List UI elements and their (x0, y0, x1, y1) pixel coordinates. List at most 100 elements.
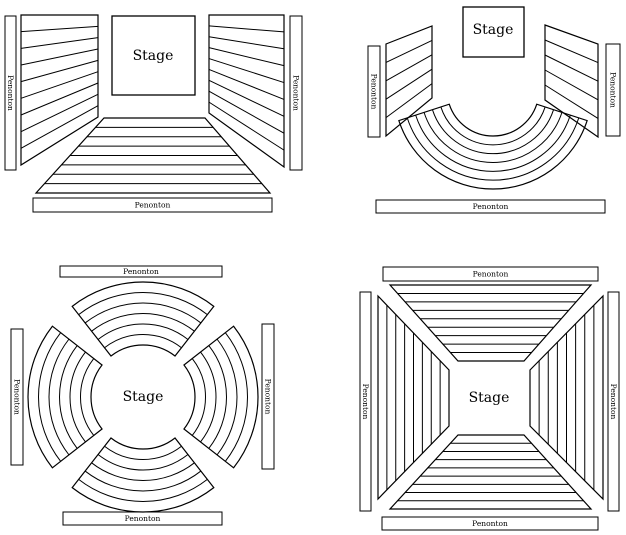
seat-row-line (385, 68, 433, 100)
audience-box (261, 323, 275, 470)
seat-row-arc (59, 345, 78, 449)
seat-row-line (544, 39, 599, 64)
audience-box (375, 199, 606, 214)
audience-box (59, 265, 223, 278)
seat-row-line (208, 58, 285, 84)
seating-block (544, 24, 599, 139)
audience-box (381, 516, 599, 531)
seat-row-line (208, 36, 285, 50)
seat-row-line (544, 54, 599, 82)
seat-row-line (208, 79, 285, 117)
seating-block (388, 284, 593, 362)
audience-box (382, 266, 599, 282)
audience-label: Penonton (135, 201, 171, 210)
audience-box (62, 511, 223, 526)
seat-row-arc (84, 470, 202, 492)
seat-row-arc (208, 345, 227, 449)
audience-box (289, 15, 303, 171)
seat-row-arc (84, 302, 202, 324)
seat-row-arc (224, 332, 248, 462)
audience-label: Penonton (264, 379, 273, 415)
seat-row-arc (78, 292, 208, 316)
audience-label: Penonton (472, 519, 508, 528)
seat-row-arc (78, 478, 208, 502)
audience-label: Penonton (370, 74, 379, 110)
seat-row-arc (97, 323, 189, 340)
audience-box (607, 291, 620, 512)
audience-label: Penonton (123, 267, 159, 276)
seat-row-arc (97, 454, 189, 471)
stage-label: Stage (469, 390, 510, 406)
stage-label: Stage (123, 389, 164, 405)
seat-row-arc (104, 445, 182, 460)
audience-box (4, 15, 17, 171)
seat-row-line (20, 37, 99, 49)
seat-row-arc (91, 313, 195, 332)
seat-row-line (20, 105, 99, 149)
seat-row-line (208, 47, 285, 67)
audience-label: Penonton (13, 379, 22, 415)
seating-sector (71, 281, 215, 357)
seat-row-arc (80, 358, 95, 436)
seat-row-arc (191, 358, 206, 436)
seat-row-arc (38, 332, 62, 462)
seat-row-arc (91, 462, 195, 481)
seating-block (529, 294, 604, 501)
seat-row-line (20, 25, 99, 33)
audience-label: Penonton (6, 75, 15, 111)
stage-box (111, 15, 196, 96)
audience-label: Penonton (292, 75, 301, 111)
seat-row-arc (406, 117, 580, 181)
seating-sector (398, 103, 588, 190)
seat-row-line (208, 90, 285, 134)
seating-sector (27, 325, 103, 469)
seat-row-arc (440, 106, 546, 146)
audience-label: Penonton (473, 202, 509, 211)
seat-row-line (20, 82, 99, 116)
seat-row-arc (415, 114, 571, 172)
audience-label: Penonton (361, 384, 370, 420)
seat-row-line (20, 71, 99, 99)
seat-row-line (20, 59, 99, 83)
audience-box (32, 197, 273, 213)
seat-row-arc (104, 334, 182, 349)
seat-row-arc (423, 112, 563, 164)
seat-row-line (208, 25, 285, 33)
seat-row-line (544, 69, 599, 101)
seating-sector (71, 437, 215, 513)
audience-label: Penonton (609, 72, 618, 108)
seat-row-line (20, 48, 99, 66)
seat-row-arc (69, 351, 86, 443)
seat-row-line (385, 54, 433, 82)
seat-row-arc (200, 351, 217, 443)
seat-row-arc (431, 109, 555, 155)
audience-box (359, 291, 372, 512)
audience-box (605, 43, 621, 137)
seating-block (377, 294, 450, 501)
stage-label: Stage (133, 48, 174, 64)
seating-sector (183, 325, 259, 469)
audience-label: Penonton (125, 514, 161, 523)
seating-block (388, 434, 593, 510)
seating-block (34, 117, 272, 194)
seating-block (385, 25, 433, 138)
audience-label: Penonton (609, 384, 618, 420)
seat-row-arc (216, 338, 238, 456)
seat-row-line (385, 39, 433, 63)
stage-box (462, 6, 525, 58)
seat-row-line (208, 101, 285, 151)
seat-row-arc (48, 338, 70, 456)
audience-box (10, 328, 24, 466)
audience-label: Penonton (473, 270, 509, 279)
seat-row-line (544, 84, 599, 119)
seat-row-line (385, 83, 433, 119)
audience-box (367, 45, 381, 138)
stage-label: Stage (473, 22, 514, 38)
seating-block (208, 14, 285, 169)
seat-row-line (208, 68, 285, 100)
